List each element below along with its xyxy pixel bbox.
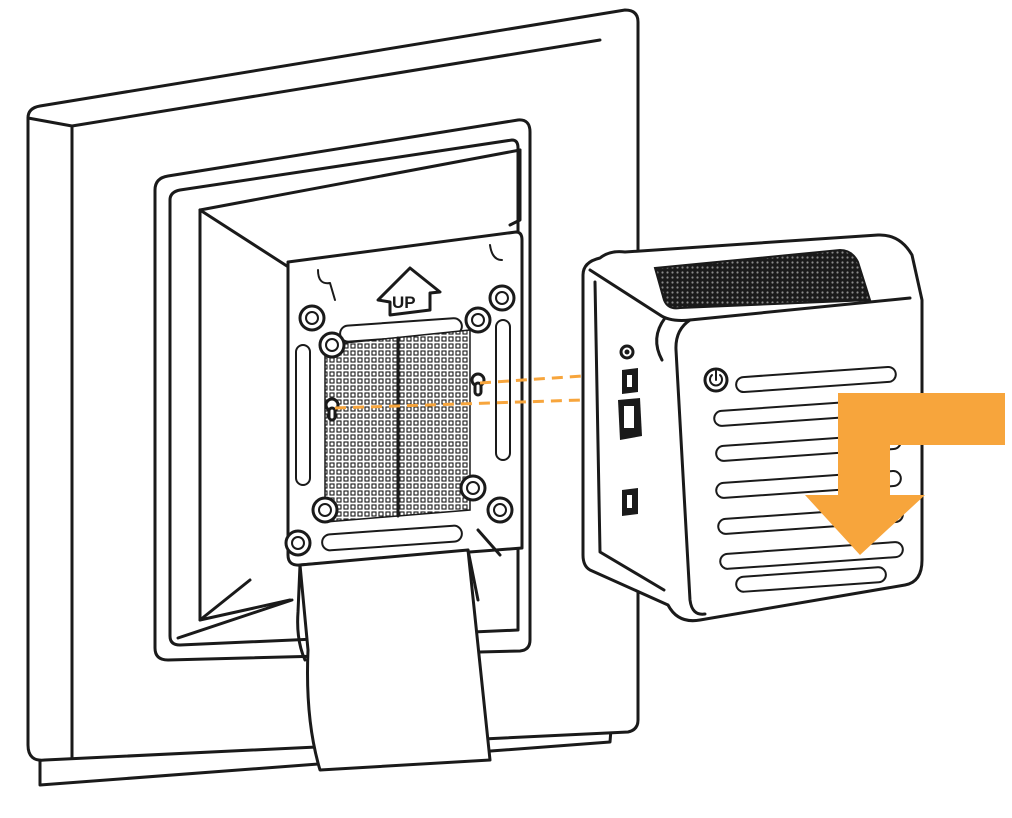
display-port-icon: [618, 398, 642, 440]
screw-boss: [311, 496, 339, 524]
screw-boss: [486, 496, 514, 524]
screw-boss: [464, 306, 492, 334]
keyhole-slot-left: [324, 397, 340, 422]
up-arrow-badge: UP: [376, 266, 442, 317]
power-icon: [703, 367, 729, 393]
audio-jack-icon: [619, 344, 635, 360]
usb-port-icon: [622, 368, 638, 394]
usb-port-icon: [622, 488, 638, 516]
up-label: UP: [392, 293, 416, 312]
screw-boss: [459, 474, 487, 502]
alignment-guides: [334, 374, 583, 410]
slide-down-arrow: [805, 393, 1005, 555]
screw-boss: [488, 284, 516, 312]
screw-boss: [284, 529, 312, 557]
vesa-bracket: UP: [284, 230, 524, 567]
screw-boss: [298, 304, 326, 332]
top-vent-mesh: [653, 248, 872, 310]
monitor: UP: [26, 8, 640, 787]
monitor-stand-neck: [298, 548, 492, 772]
keyhole-slot-right: [470, 372, 486, 397]
screw-boss: [318, 331, 346, 359]
